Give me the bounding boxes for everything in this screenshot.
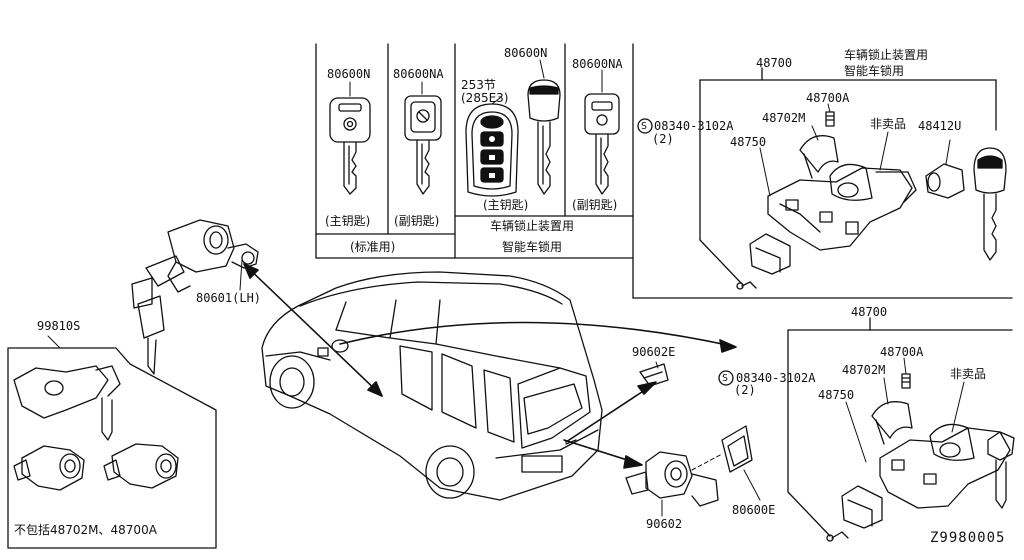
smart-caption-line1: 车辆锁止装置用 — [490, 219, 575, 233]
upper-bolt-part-label: 48700A — [806, 91, 850, 105]
screw-symbol-upper — [637, 118, 653, 134]
lock-set-99810s-drawing — [7, 335, 217, 549]
upper-screw-symbol: S — [641, 121, 648, 132]
upper-ring-part-label: 48702M — [762, 111, 806, 125]
key-panel-leaders — [349, 59, 603, 105]
lower-body-part-label: 48750 — [818, 388, 855, 402]
key-80600n-drawing — [329, 97, 371, 195]
screw-symbol-lower — [718, 370, 734, 386]
smart-caption-line2: 智能车锁用 — [502, 240, 563, 254]
upper-screw-part-label: 08340-3102A — [654, 119, 734, 133]
intelligent-key-fob-drawing — [465, 103, 519, 197]
reference-arrows — [243, 263, 737, 469]
lock-set-note: 不包括48702M、48700A — [14, 523, 157, 537]
lock-set-part-label: 99810S — [37, 319, 81, 333]
lower-screw-part-label: 08340-3102A — [736, 371, 816, 385]
smart-key2-caption: (副钥匙) — [572, 198, 618, 212]
vehicle-drawing — [261, 271, 603, 501]
drawing-code: Z9980005 — [930, 530, 1006, 546]
lower-not-for-sale: 非卖品 — [950, 367, 987, 381]
key-smart-80600na-drawing — [584, 93, 620, 195]
key2-part-label: 80600NA — [393, 67, 444, 81]
key1-part-label: 80600N — [327, 67, 371, 81]
key-smart-80600n-drawing — [527, 79, 561, 195]
key1-caption: (主钥匙) — [325, 214, 371, 228]
smart-key1-caption: (主钥匙) — [483, 198, 529, 212]
upper-cylinder-part-label: 48412U — [918, 119, 962, 133]
key-80600na-drawing — [404, 95, 442, 195]
key2-caption: (副钥匙) — [394, 214, 440, 228]
lower-main-part-label: 48700 — [851, 305, 888, 319]
door-lock-80601lh-drawing — [131, 219, 259, 375]
upper-screw-qty: (2) — [652, 132, 674, 146]
lower-ring-part-label: 48702M — [842, 363, 886, 377]
upper-body-part-label: 48750 — [730, 135, 767, 149]
key3-part-label: 80600N — [504, 46, 548, 60]
upper-main-part-label: 48700 — [756, 56, 793, 70]
lower-screw-qty: (2) — [734, 383, 756, 397]
fob-note-line2: (285E3) — [461, 91, 509, 105]
retainer-part-label: 90602E — [632, 345, 676, 359]
upper-title-line2: 智能车锁用 — [844, 64, 905, 78]
lower-steering-lock-assembly-drawing — [787, 317, 1015, 542]
blank-key-part-label: 80600E — [732, 503, 776, 517]
key4-part-label: 80600NA — [572, 57, 623, 71]
lower-bolt-part-label: 48700A — [880, 345, 924, 359]
standard-caption: (标准用) — [350, 240, 396, 254]
upper-steering-lock-assembly-drawing — [699, 67, 1007, 290]
fob-note-line1: 253节 — [461, 78, 496, 92]
back-cylinder-part-label: 90602 — [646, 517, 683, 531]
key-panel-frame — [315, 43, 1013, 299]
lower-screw-symbol: S — [722, 373, 729, 384]
upper-not-for-sale: 非卖品 — [870, 117, 907, 131]
door-lock-part-label: 80601(LH) — [196, 291, 262, 305]
back-door-parts-drawing — [625, 361, 761, 517]
upper-title-line1: 车辆锁止装置用 — [844, 48, 929, 62]
